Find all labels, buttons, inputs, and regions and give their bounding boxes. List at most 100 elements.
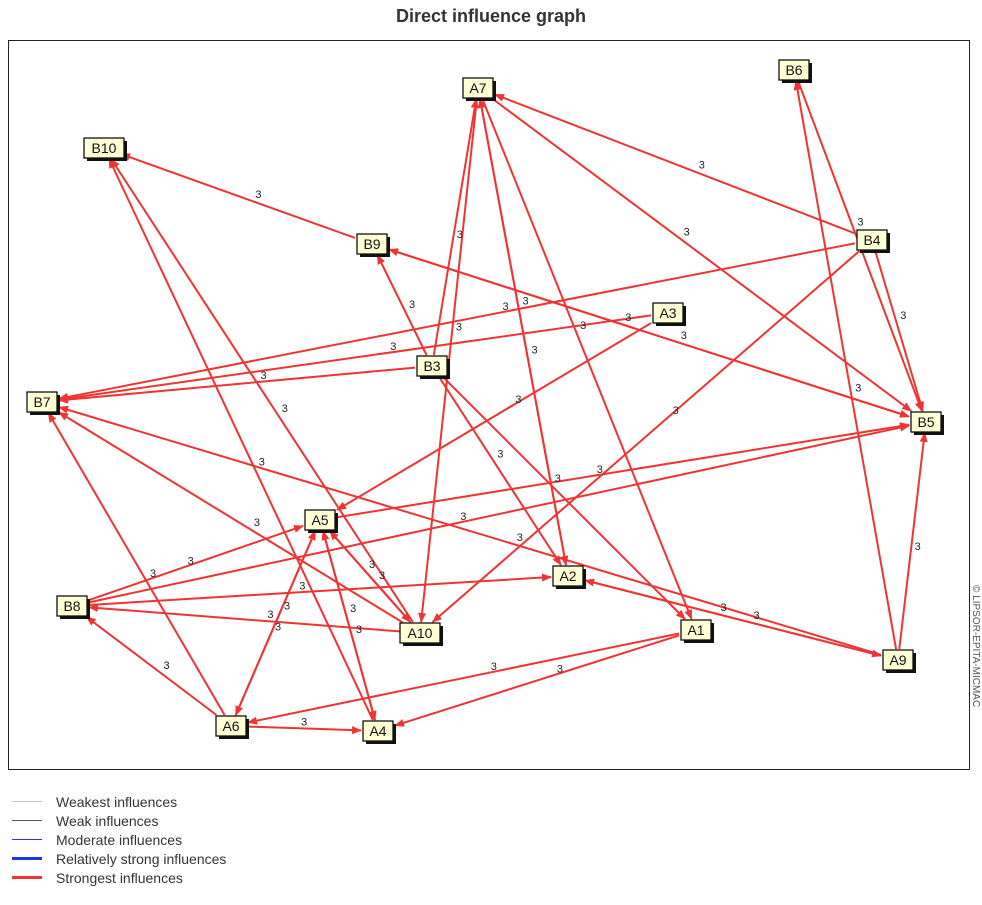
edge-b4-a7 <box>494 93 856 235</box>
legend-line <box>12 801 42 802</box>
node-label: A1 <box>687 622 704 638</box>
edge-a5-b5 <box>336 422 910 519</box>
edge-label: 3 <box>284 601 290 613</box>
node-label: A2 <box>559 568 576 584</box>
edge-label: 3 <box>460 511 466 523</box>
node-b7[interactable]: B7 <box>26 391 60 415</box>
edge-label: 3 <box>503 301 509 313</box>
node-label: B3 <box>423 358 440 374</box>
edge-a3-b7 <box>58 314 652 403</box>
node-label: B10 <box>92 140 117 156</box>
node-b5[interactable]: B5 <box>910 411 944 435</box>
edge-label: 3 <box>597 464 603 476</box>
legend-label: Moderate influences <box>56 831 183 848</box>
edge-a4-a5 <box>321 530 376 721</box>
legend: Weakest influences Weak influences Moder… <box>12 792 226 887</box>
node-a6[interactable]: A6 <box>215 715 249 739</box>
edges-layer <box>47 80 928 735</box>
legend-line <box>12 876 42 879</box>
node-b8[interactable]: B8 <box>56 595 90 619</box>
legend-label: Weakest influences <box>56 793 178 810</box>
edge-b3-b9 <box>376 254 428 356</box>
edge-a6-b8 <box>85 616 218 716</box>
edge-label: 3 <box>517 532 523 544</box>
edge-b4-b5 <box>874 250 925 412</box>
edge-label: 3 <box>673 405 679 417</box>
legend-item: Moderate influences <box>12 830 226 849</box>
graph-frame <box>8 40 970 770</box>
node-a5[interactable]: A5 <box>304 509 338 533</box>
node-label: B5 <box>917 414 934 430</box>
edge-label: 3 <box>580 320 586 332</box>
edge-a10-b10 <box>110 158 414 623</box>
edge-label: 3 <box>163 660 169 672</box>
edge-a6-b7 <box>47 412 226 716</box>
edge-label: 3 <box>857 216 863 228</box>
node-label: A10 <box>408 625 433 641</box>
edge-label: 3 <box>150 568 156 580</box>
edge-a2-a9 <box>584 579 882 658</box>
edge-a1-a6 <box>247 632 680 725</box>
edge-label: 3 <box>299 581 305 593</box>
node-label: A3 <box>659 305 676 321</box>
edge-label: 3 <box>267 609 273 621</box>
node-label: A9 <box>889 652 906 668</box>
node-a10[interactable]: A10 <box>399 622 443 646</box>
node-label: A4 <box>369 723 386 739</box>
node-label: B6 <box>785 62 802 78</box>
node-a2[interactable]: A2 <box>552 565 586 589</box>
edge-label: 3 <box>259 457 265 469</box>
edge-label: 3 <box>625 312 631 324</box>
edge-b3-a2 <box>438 376 562 566</box>
node-a4[interactable]: A4 <box>362 720 396 744</box>
edge-label: 3 <box>855 383 861 395</box>
node-b4[interactable]: B4 <box>856 229 890 253</box>
edge-b3-b7 <box>58 366 416 404</box>
legend-line <box>12 820 42 821</box>
edge-b4-a10 <box>431 250 861 623</box>
edge-label: 3 <box>301 716 307 728</box>
edge-label: 3 <box>491 661 497 673</box>
edge-b8-a5 <box>88 524 304 602</box>
node-label: B9 <box>363 236 380 252</box>
edge-b8-a2 <box>88 573 552 606</box>
node-b9[interactable]: B9 <box>356 233 390 257</box>
legend-line <box>12 839 42 840</box>
edge-label: 3 <box>275 621 281 633</box>
edge-label: 3 <box>188 555 194 567</box>
edge-a9-b7 <box>58 405 882 656</box>
node-b10[interactable]: B10 <box>83 137 127 161</box>
node-b6[interactable]: B6 <box>778 59 812 83</box>
edge-b3-a1 <box>442 376 686 620</box>
edge-label: 3 <box>721 602 727 614</box>
edge-label: 3 <box>409 299 415 311</box>
edge-a7-a1 <box>481 98 693 620</box>
copyright-note: © LIPSOR-EPITA-MICMAC <box>970 585 981 708</box>
edge-label: 3 <box>497 449 503 461</box>
node-a7[interactable]: A7 <box>462 77 496 101</box>
edge-label: 3 <box>356 624 362 636</box>
node-label: A6 <box>222 718 239 734</box>
node-a3[interactable]: A3 <box>652 302 686 326</box>
edge-a10-a5 <box>328 530 412 623</box>
edge-a4-b10 <box>108 158 374 721</box>
node-label: B8 <box>63 598 80 614</box>
edge-label: 3 <box>457 229 463 241</box>
node-a9[interactable]: A9 <box>882 649 916 673</box>
edge-label: 3 <box>282 403 288 415</box>
edge-label: 3 <box>350 603 356 615</box>
edge-label: 3 <box>684 226 690 238</box>
edge-label: 3 <box>900 310 906 322</box>
node-label: A5 <box>311 512 328 528</box>
node-a1[interactable]: A1 <box>680 619 714 643</box>
edge-label: 3 <box>261 370 267 382</box>
edge-label: 3 <box>456 321 462 333</box>
edge-a9-b6 <box>793 80 898 650</box>
edge-b5-b9 <box>388 248 910 418</box>
legend-item: Weak influences <box>12 811 226 830</box>
node-b3[interactable]: B3 <box>416 355 450 379</box>
edge-b4-b7 <box>58 242 856 401</box>
legend-line <box>12 857 42 860</box>
edge-a1-a4 <box>394 634 680 727</box>
